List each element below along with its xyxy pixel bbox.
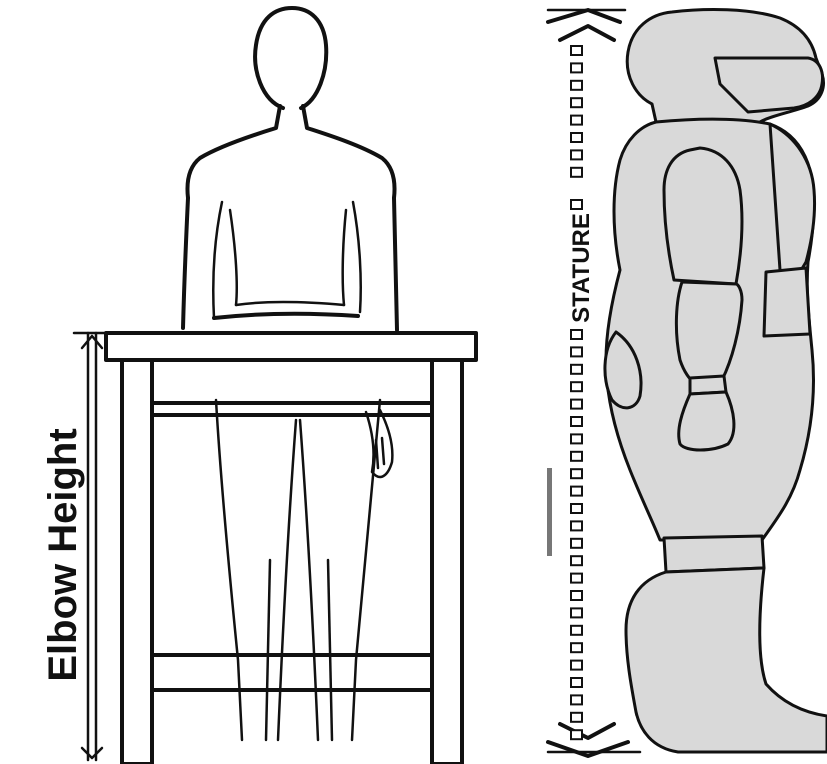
scale-tick [571,626,582,635]
scale-tick [571,591,582,600]
scale-tick [571,539,582,548]
scale-tick [571,400,582,409]
elbow-height-panel: Elbow Height [41,8,476,764]
scale-tick [571,200,582,209]
stature-scale [571,46,582,739]
scale-tick [571,608,582,617]
scale-tick [571,695,582,704]
scale-tick [571,133,582,142]
side-profile-person [605,10,827,752]
scale-tick [571,661,582,670]
stature-arrow-top [548,10,620,40]
scale-tick [571,417,582,426]
stature-label: STATURE [568,213,595,323]
scale-tick [571,469,582,478]
scale-tick [571,504,582,513]
elbow-height-label: Elbow Height [41,428,85,681]
scale-tick [571,150,582,159]
scale-tick [571,81,582,90]
scale-tick [571,487,582,496]
scale-tick [571,46,582,55]
scale-marker [547,468,552,556]
scale-tick [571,330,582,339]
scale-tick [571,678,582,687]
stature-panel: STATURE [547,10,827,756]
scale-tick [571,168,582,177]
scale-tick [571,116,582,125]
scale-tick [571,382,582,391]
scale-tick [571,347,582,356]
scale-tick [571,521,582,530]
scale-tick [571,713,582,722]
scale-tick [571,556,582,565]
scale-tick [571,574,582,583]
scale-tick [571,643,582,652]
scale-tick [571,730,582,739]
scale-tick [571,63,582,72]
scale-tick [571,452,582,461]
standing-person-front [183,8,397,740]
scale-tick [571,98,582,107]
table [106,333,476,764]
scale-tick [571,434,582,443]
scale-tick [571,365,582,374]
